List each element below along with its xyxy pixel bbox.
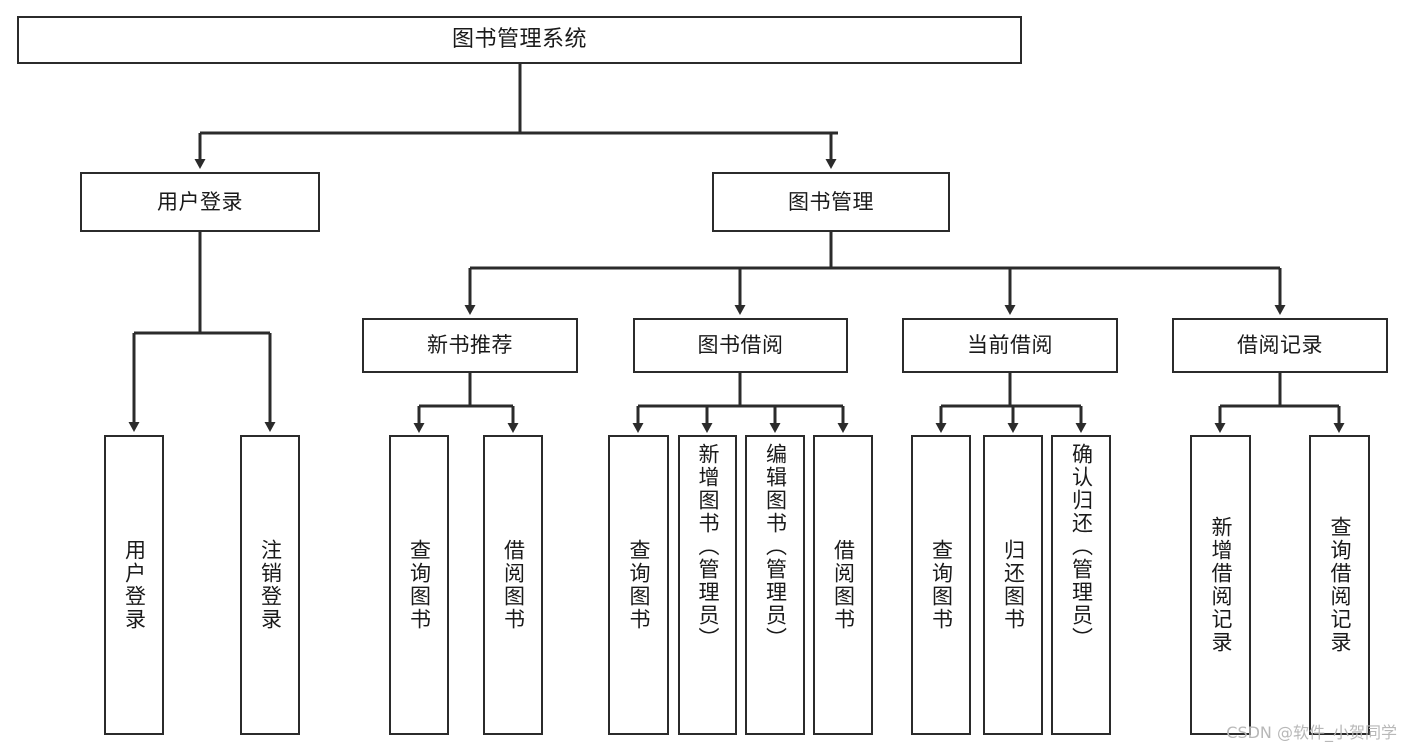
node-leaf-logout-login[interactable]: 注销登录 — [240, 435, 300, 735]
node-root[interactable]: 图书管理系统 — [17, 16, 1022, 64]
node-new-book-rec[interactable]: 新书推荐 — [362, 318, 578, 373]
node-user-login[interactable]: 用户登录 — [80, 172, 320, 232]
watermark: CSDN @软件_小贺同学 — [1226, 723, 1397, 742]
node-leaf-query-borrow-record-label: 查询借阅记录 — [1328, 516, 1352, 654]
node-leaf-query-book-2[interactable]: 查询图书 — [608, 435, 669, 735]
node-leaf-query-book-3[interactable]: 查询图书 — [911, 435, 971, 735]
node-leaf-add-book-admin[interactable]: 新增图书（管理员） — [678, 435, 737, 735]
node-leaf-edit-book-admin-label: 编辑图书（管理员） — [763, 443, 788, 650]
node-leaf-user-login-label: 用户登录 — [122, 539, 147, 631]
node-leaf-confirm-return-admin[interactable]: 确认归还（管理员） — [1051, 435, 1111, 735]
node-book-manage-label: 图书管理 — [788, 189, 874, 214]
node-leaf-query-borrow-record[interactable]: 查询借阅记录 — [1309, 435, 1370, 735]
node-leaf-query-book-2-label: 查询图书 — [627, 539, 651, 631]
node-root-label: 图书管理系统 — [451, 27, 587, 53]
node-leaf-edit-book-admin[interactable]: 编辑图书（管理员） — [745, 435, 805, 735]
node-leaf-confirm-return-admin-label: 确认归还（管理员） — [1069, 443, 1094, 650]
node-leaf-user-login[interactable]: 用户登录 — [104, 435, 164, 735]
node-current-borrow[interactable]: 当前借阅 — [902, 318, 1118, 373]
node-leaf-return-book-label: 归还图书 — [1001, 539, 1026, 631]
node-book-borrow-label: 图书借阅 — [697, 333, 784, 358]
node-leaf-logout-login-label: 注销登录 — [258, 539, 283, 631]
node-borrow-record[interactable]: 借阅记录 — [1172, 318, 1388, 373]
node-leaf-query-book-1-label: 查询图书 — [407, 539, 432, 631]
node-leaf-borrow-book-2[interactable]: 借阅图书 — [813, 435, 873, 735]
node-leaf-return-book[interactable]: 归还图书 — [983, 435, 1043, 735]
node-leaf-borrow-book-1[interactable]: 借阅图书 — [483, 435, 543, 735]
node-leaf-add-borrow-record-label: 新增借阅记录 — [1209, 516, 1233, 654]
node-current-borrow-label: 当前借阅 — [967, 333, 1053, 358]
node-leaf-query-book-1[interactable]: 查询图书 — [389, 435, 449, 735]
node-user-login-label: 用户登录 — [157, 189, 243, 214]
node-leaf-borrow-book-2-label: 借阅图书 — [831, 539, 856, 631]
node-leaf-query-book-3-label: 查询图书 — [929, 539, 954, 631]
node-leaf-add-book-admin-label: 新增图书（管理员） — [696, 443, 720, 650]
node-book-manage[interactable]: 图书管理 — [712, 172, 950, 232]
node-leaf-borrow-book-1-label: 借阅图书 — [501, 539, 526, 631]
node-new-book-rec-label: 新书推荐 — [427, 333, 513, 358]
node-borrow-record-label: 借阅记录 — [1237, 333, 1323, 358]
node-leaf-add-borrow-record[interactable]: 新增借阅记录 — [1190, 435, 1251, 735]
node-book-borrow[interactable]: 图书借阅 — [633, 318, 848, 373]
